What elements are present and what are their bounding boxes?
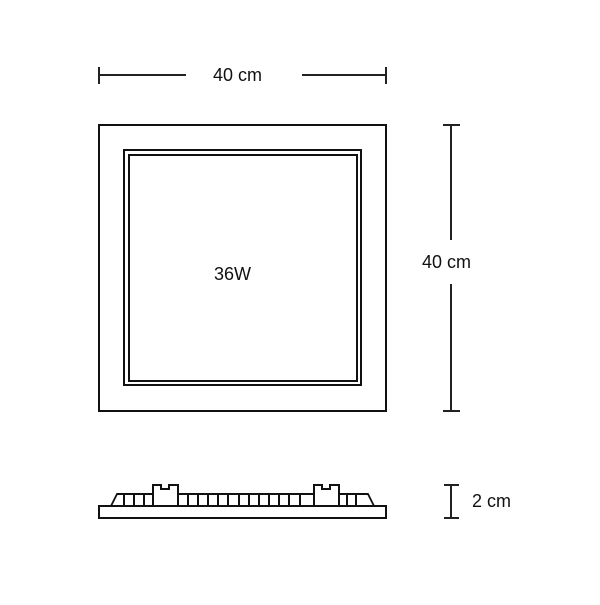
width-dimension-line <box>98 67 387 84</box>
inner-frame-outer-line <box>123 149 362 386</box>
outer-frame <box>98 124 387 412</box>
side-base-plate <box>98 505 387 519</box>
depth-dimension-label: 2 cm <box>472 491 512 511</box>
side-ribs <box>123 494 357 506</box>
panel-top-view <box>98 124 387 412</box>
height-dimension-line <box>443 124 460 412</box>
side-rib-band <box>110 493 375 507</box>
inner-frame-inner-line <box>128 154 358 382</box>
left-mounting-clip <box>152 484 179 506</box>
panel-side-view <box>98 484 387 519</box>
power-rating-label: 36W <box>214 264 252 284</box>
width-dimension-label: 40 cm <box>213 65 263 85</box>
right-mounting-clip <box>313 484 340 506</box>
height-dimension-label: 40 cm <box>422 252 472 272</box>
depth-dimension-line <box>444 484 459 519</box>
